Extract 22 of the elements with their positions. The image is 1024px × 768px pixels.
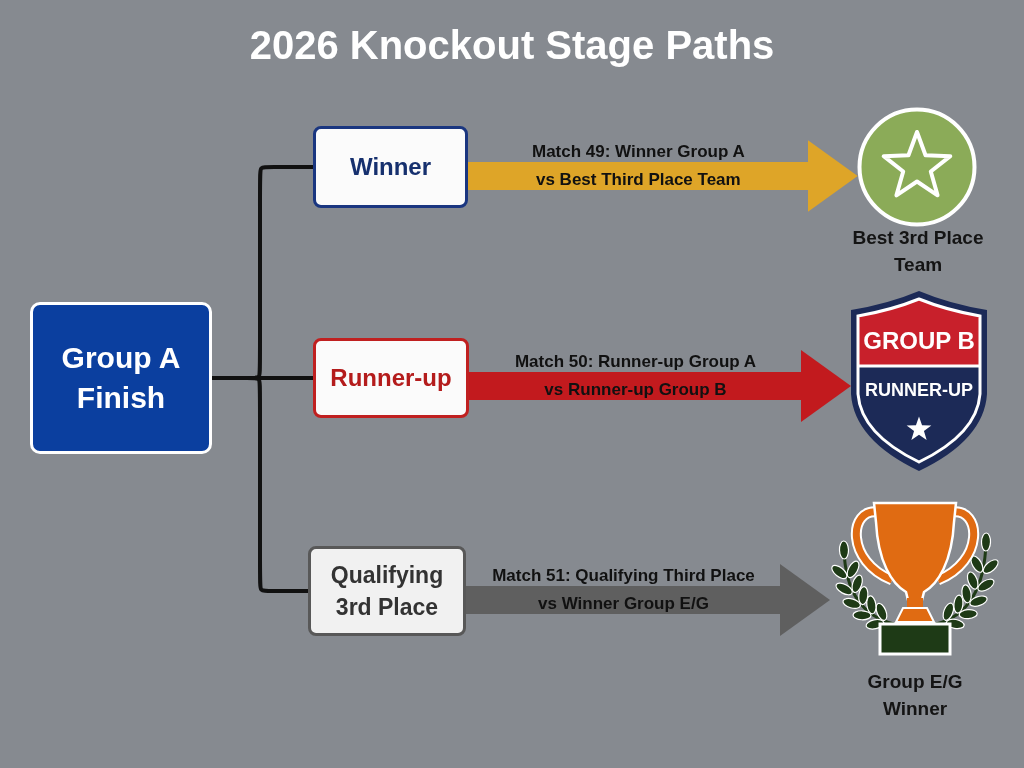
node-caption: Group E/G Winner: [866, 670, 964, 721]
node-label: Qualifying 3rd Place: [329, 561, 445, 622]
placement-card: [308, 546, 466, 636]
arrow: [469, 350, 851, 422]
connector-line: [212, 376, 308, 593]
arrow: [468, 140, 858, 212]
edge-label: Match 49: Winner Group A vs Best Third Place Team: [531, 141, 746, 191]
node-label: Winner: [349, 152, 432, 182]
title: 2026 Knockout Stage Paths: [249, 22, 775, 69]
edge-label: Match 51: Qualifying Third Place vs Winner Group E/G: [491, 565, 756, 615]
edge-label: Match 50: Runner-up Group A vs Runner-up Group B: [513, 351, 758, 401]
placement-card: [313, 338, 469, 418]
node-caption: Best 3rd Place Team: [851, 226, 985, 277]
node-label: Runner-up: [330, 363, 452, 393]
circle-node: [857, 107, 977, 227]
arrow: [466, 564, 830, 636]
node-label: Group A Finish: [60, 340, 182, 416]
placement-card: [313, 126, 468, 208]
shield-node: [848, 290, 990, 472]
shield-label: RUNNER-UP: [865, 379, 973, 401]
group-finish-card: [30, 302, 212, 454]
shield-heading: GROUP B: [863, 327, 975, 355]
